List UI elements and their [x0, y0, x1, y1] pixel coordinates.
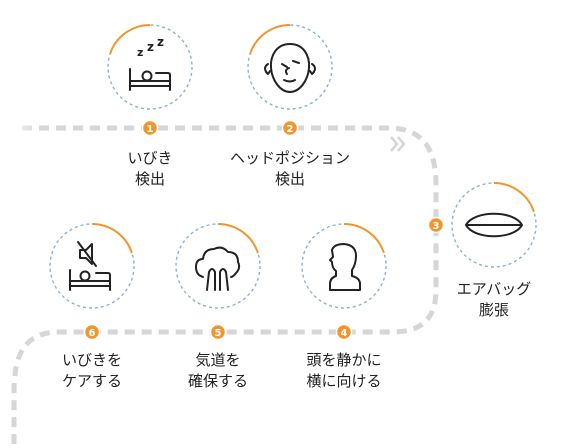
step-number: 6 [89, 328, 96, 339]
label-line: 検出 [134, 170, 165, 188]
step-ring-accent [249, 24, 291, 55]
label-line: いびき [127, 149, 173, 167]
label-line: 気道を [195, 351, 241, 369]
airway-icon [195, 246, 241, 291]
step-ring [175, 223, 261, 309]
step-badge [83, 323, 101, 341]
step-4-label: 頭を静かに 横に向ける [294, 350, 394, 392]
step-3: 3 [427, 182, 537, 268]
step-badge [209, 323, 227, 341]
flow-arrow-icon [397, 136, 406, 152]
step-2: 2 [247, 24, 333, 137]
head-turn-icon [264, 43, 316, 93]
step-badge [281, 119, 299, 137]
label-line: ヘッドポジション [229, 149, 350, 167]
svg-text:z: z [147, 40, 154, 54]
label-line: 横に向ける [306, 372, 382, 390]
mute-sleeping-icon [69, 241, 111, 291]
step-1-label: いびき 検出 [110, 148, 190, 190]
svg-text:z: z [137, 46, 143, 59]
step-ring [301, 223, 387, 309]
label-line: 膨張 [478, 301, 509, 319]
step-ring-accent [91, 223, 133, 254]
label-line: エアバッグ [456, 280, 532, 298]
step-ring-accent [217, 223, 259, 254]
air-bag-icon [465, 212, 523, 238]
step-ring [107, 24, 193, 110]
step-badge [427, 216, 445, 234]
step-badge [141, 119, 159, 137]
label-line: ケアする [61, 372, 122, 390]
step-2-label: ヘッドポジション 検出 [220, 148, 360, 190]
step-ring [49, 223, 135, 309]
step-ring [247, 24, 333, 110]
step-5: 5 [175, 223, 261, 341]
step-ring-accent [343, 223, 385, 254]
label-line: 検出 [274, 170, 305, 188]
sleeping-person-icon: z z z [129, 35, 171, 91]
step-6-label: いびきを ケアする [52, 350, 132, 392]
step-number: 1 [147, 124, 154, 135]
step-ring-accent [493, 182, 535, 213]
label-line: 確保する [187, 372, 248, 390]
step-4: 4 [301, 223, 387, 341]
step-number: 5 [215, 328, 222, 339]
step-3-label: エアバッグ 膨張 [444, 279, 544, 321]
step-number: 3 [433, 221, 440, 232]
step-1: z z z 1 [107, 24, 193, 137]
flow-arrow-icon [390, 136, 399, 152]
step-ring [451, 182, 537, 268]
step-number: 2 [287, 124, 294, 135]
step-badge [335, 323, 353, 341]
head-profile-icon [329, 243, 361, 291]
step-6: 6 [49, 223, 135, 341]
step-ring-accent [109, 24, 151, 55]
step-5-label: 気道を 確保する [173, 350, 263, 392]
label-line: いびきを [61, 351, 122, 369]
step-number: 4 [341, 328, 348, 339]
label-line: 頭を静かに [306, 351, 382, 369]
svg-text:z: z [157, 35, 164, 49]
